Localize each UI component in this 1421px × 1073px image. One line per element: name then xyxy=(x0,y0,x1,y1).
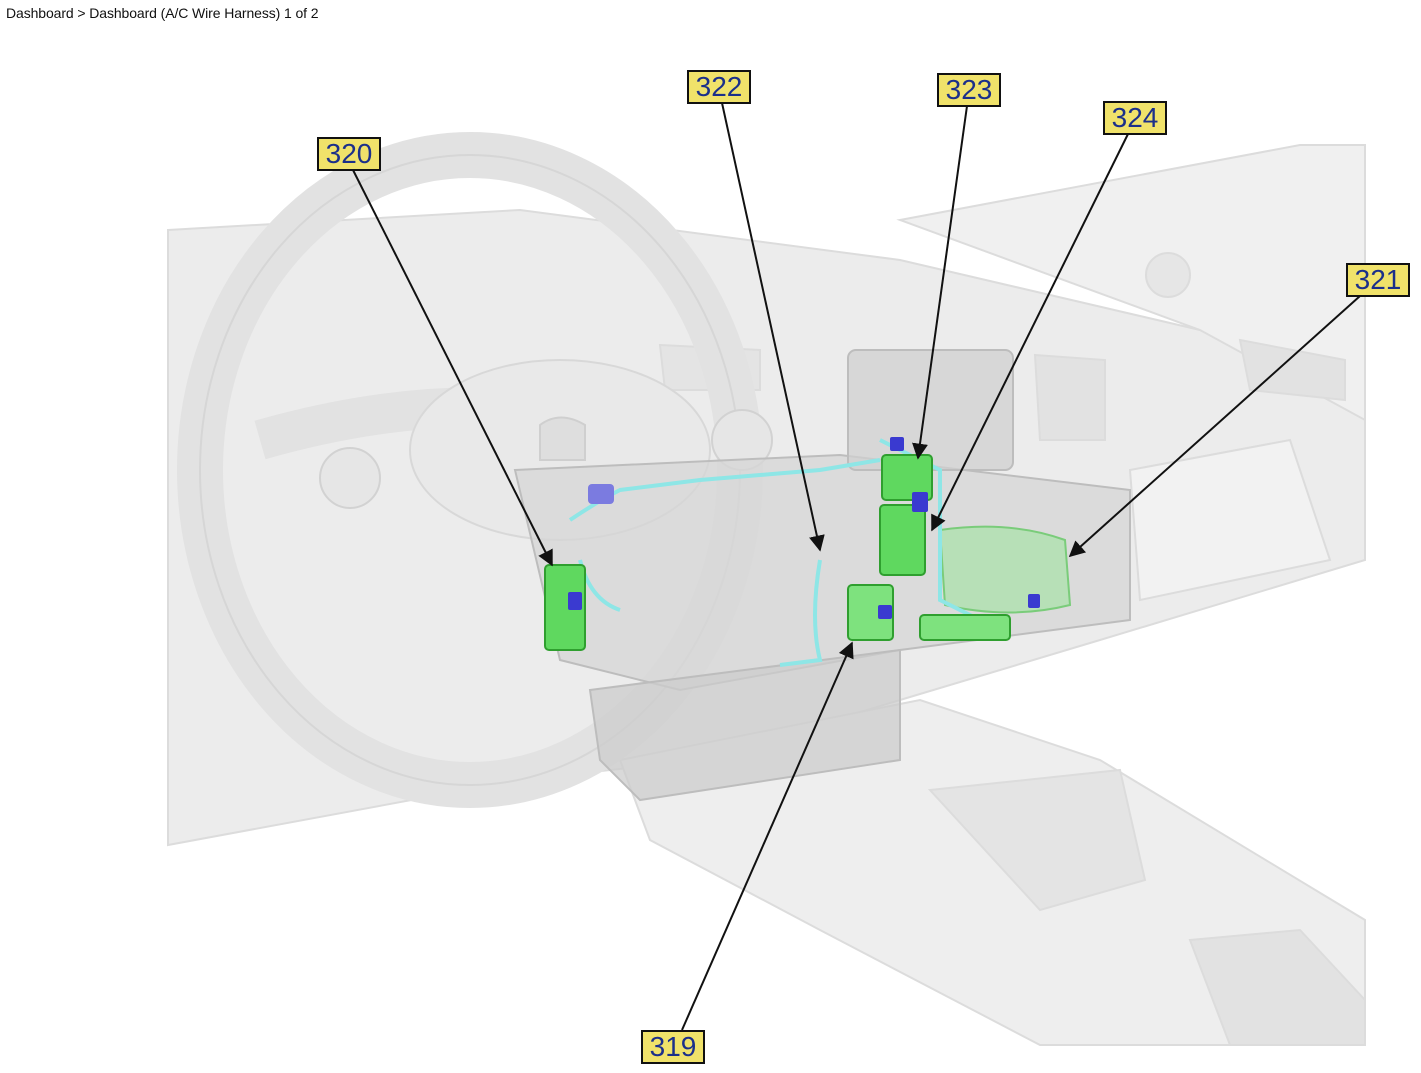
leader-line-323 xyxy=(912,105,968,460)
breadcrumb-separator: > xyxy=(77,5,86,21)
leader-line-320 xyxy=(352,169,553,567)
breadcrumb: Dashboard > Dashboard (A/C Wire Harness)… xyxy=(6,5,319,21)
breadcrumb-root[interactable]: Dashboard xyxy=(6,5,74,21)
leader-lines xyxy=(352,102,1361,1031)
leader-line-321 xyxy=(1068,295,1361,558)
callout-324[interactable]: 324 xyxy=(1103,101,1167,135)
connectors xyxy=(544,454,1011,651)
leader-line-319 xyxy=(681,641,854,1031)
callout-321[interactable]: 321 xyxy=(1346,263,1410,297)
callout-320[interactable]: 320 xyxy=(317,137,381,171)
breadcrumb-current: Dashboard (A/C Wire Harness) 1 of 2 xyxy=(89,5,319,21)
leader-line-324 xyxy=(931,133,1129,532)
callout-319[interactable]: 319 xyxy=(641,1030,705,1064)
leader-line-322 xyxy=(721,102,825,552)
callout-322[interactable]: 322 xyxy=(687,70,751,104)
blue-terminals xyxy=(568,437,1040,619)
callout-323[interactable]: 323 xyxy=(937,73,1001,107)
